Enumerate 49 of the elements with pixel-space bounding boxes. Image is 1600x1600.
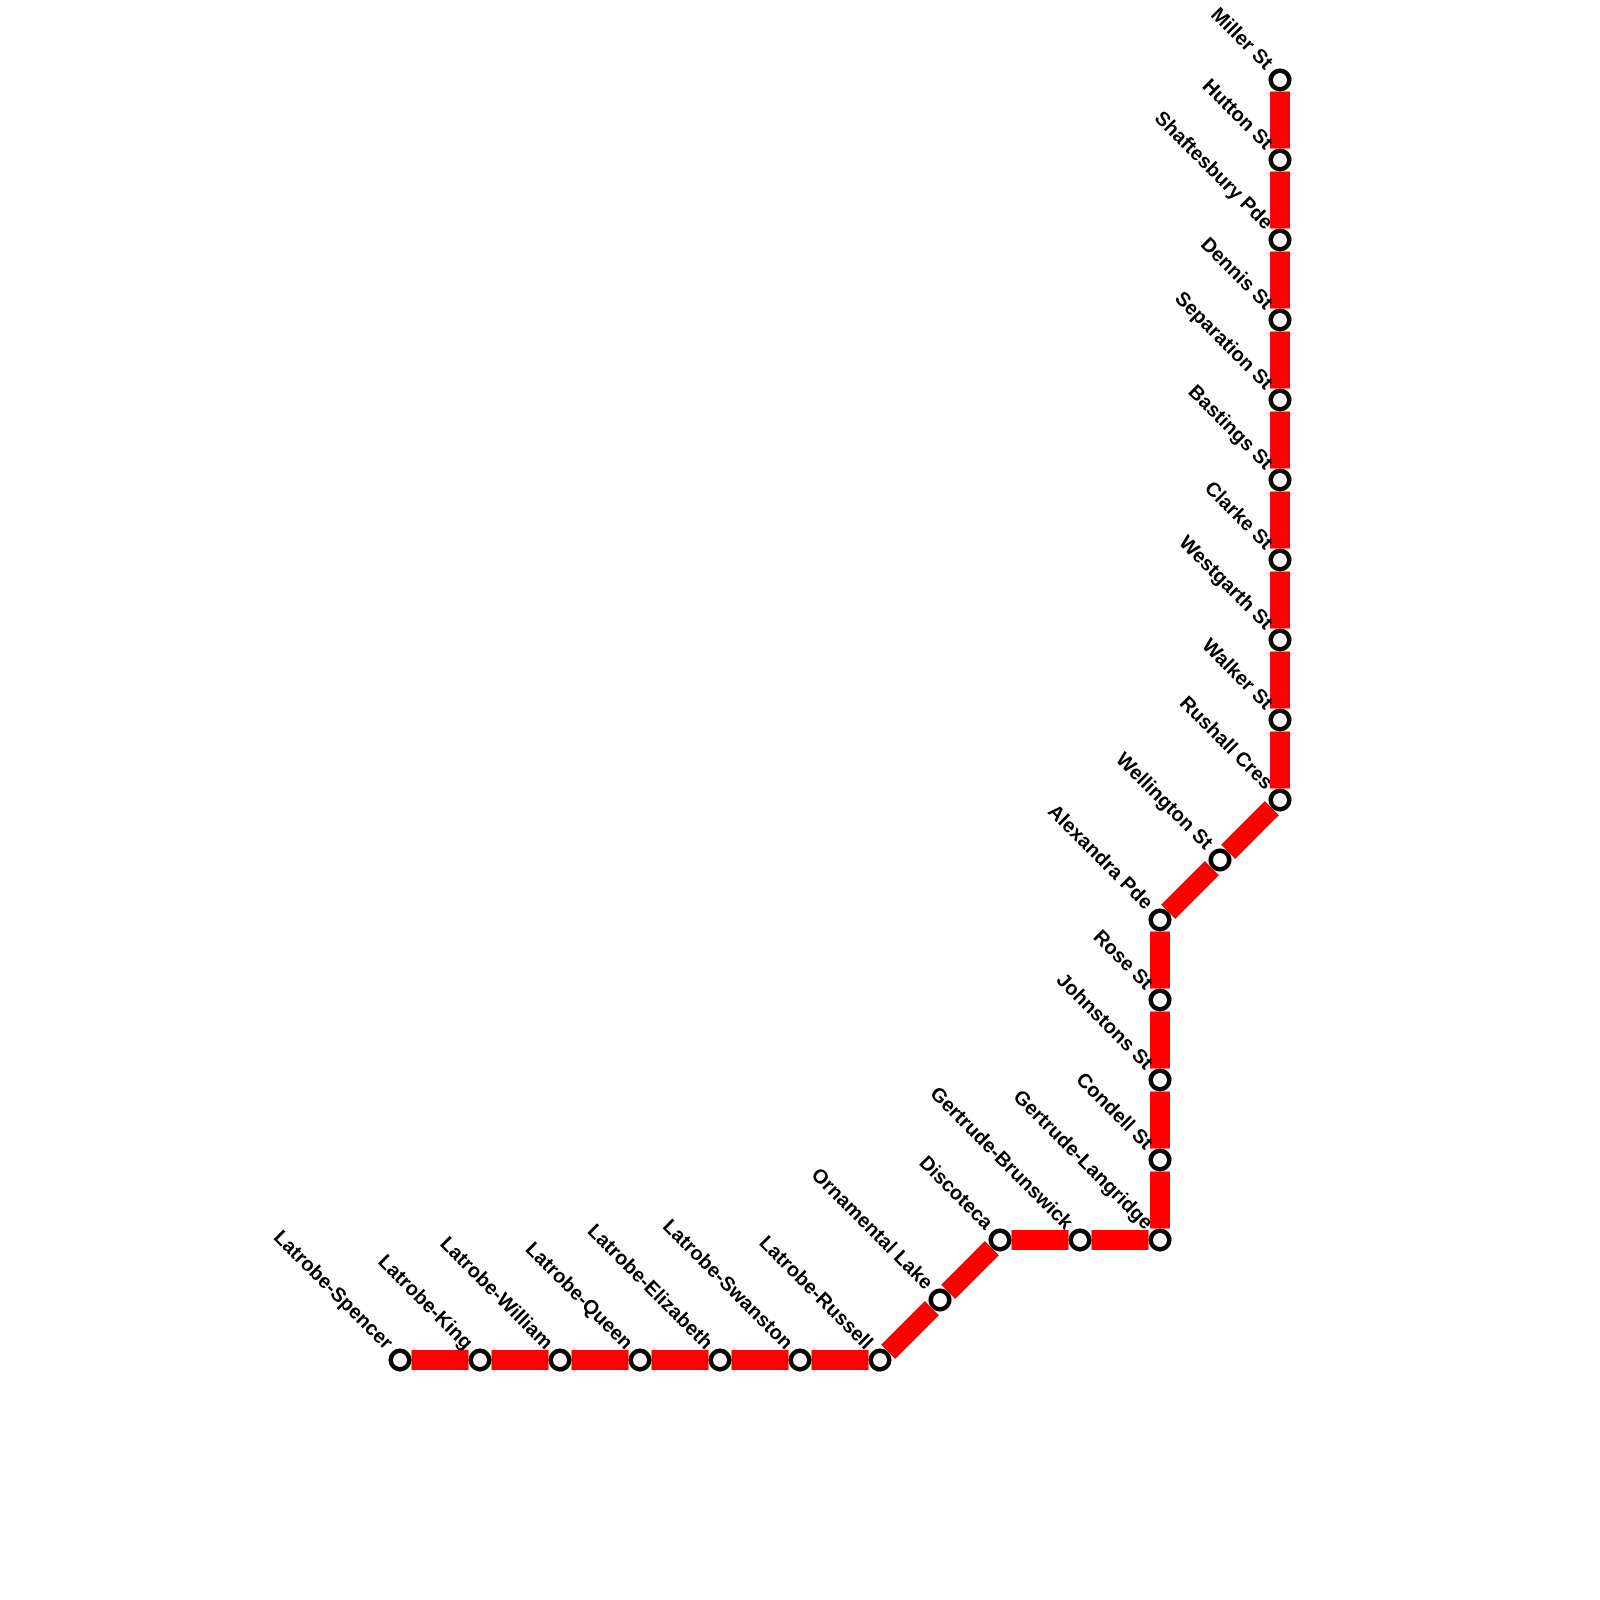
route-line (411, 1350, 469, 1370)
station-circle (988, 1228, 1012, 1252)
station-circle (548, 1348, 572, 1372)
station-circle (1148, 1148, 1172, 1172)
station-circle (1148, 908, 1172, 932)
route-line (811, 1350, 869, 1370)
route-line (1270, 651, 1290, 709)
route-line (941, 1241, 999, 1299)
route-line (1270, 571, 1290, 629)
station-circle (1268, 628, 1292, 652)
station-circle (1268, 308, 1292, 332)
station-circle (928, 1288, 952, 1312)
station-circle (1268, 68, 1292, 92)
station-circle (868, 1348, 892, 1372)
route-line (1011, 1230, 1069, 1250)
route-line (1270, 331, 1290, 389)
station-circle (1268, 708, 1292, 732)
route-line (1270, 731, 1290, 789)
station-circle (1268, 468, 1292, 492)
station-circle (1268, 388, 1292, 412)
route-line (731, 1350, 789, 1370)
route-line (1150, 1171, 1170, 1229)
route-line (1150, 1011, 1170, 1069)
route-line (881, 1301, 939, 1359)
station-circle (788, 1348, 812, 1372)
route-line (491, 1350, 549, 1370)
route-line (1091, 1230, 1149, 1250)
station-circle (1268, 548, 1292, 572)
route-line (571, 1350, 629, 1370)
route-line (651, 1350, 709, 1370)
route-line (1150, 1091, 1170, 1149)
route-line (1150, 931, 1170, 989)
route-line (1270, 171, 1290, 229)
station-circle (1208, 848, 1232, 872)
station-circle (628, 1348, 652, 1372)
route-line (1270, 251, 1290, 309)
route-line (1270, 411, 1290, 469)
route-line (1270, 491, 1290, 549)
station-circle (1268, 788, 1292, 812)
route-line (1221, 801, 1279, 859)
station-circle (1148, 988, 1172, 1012)
station-circle (708, 1348, 732, 1372)
station-circle (1268, 228, 1292, 252)
station-circle (1068, 1228, 1092, 1252)
route-line (1270, 91, 1290, 149)
station-circle (1148, 1228, 1172, 1252)
route-line (1161, 861, 1219, 919)
station-circle (1148, 1068, 1172, 1092)
station-circle (1268, 148, 1292, 172)
